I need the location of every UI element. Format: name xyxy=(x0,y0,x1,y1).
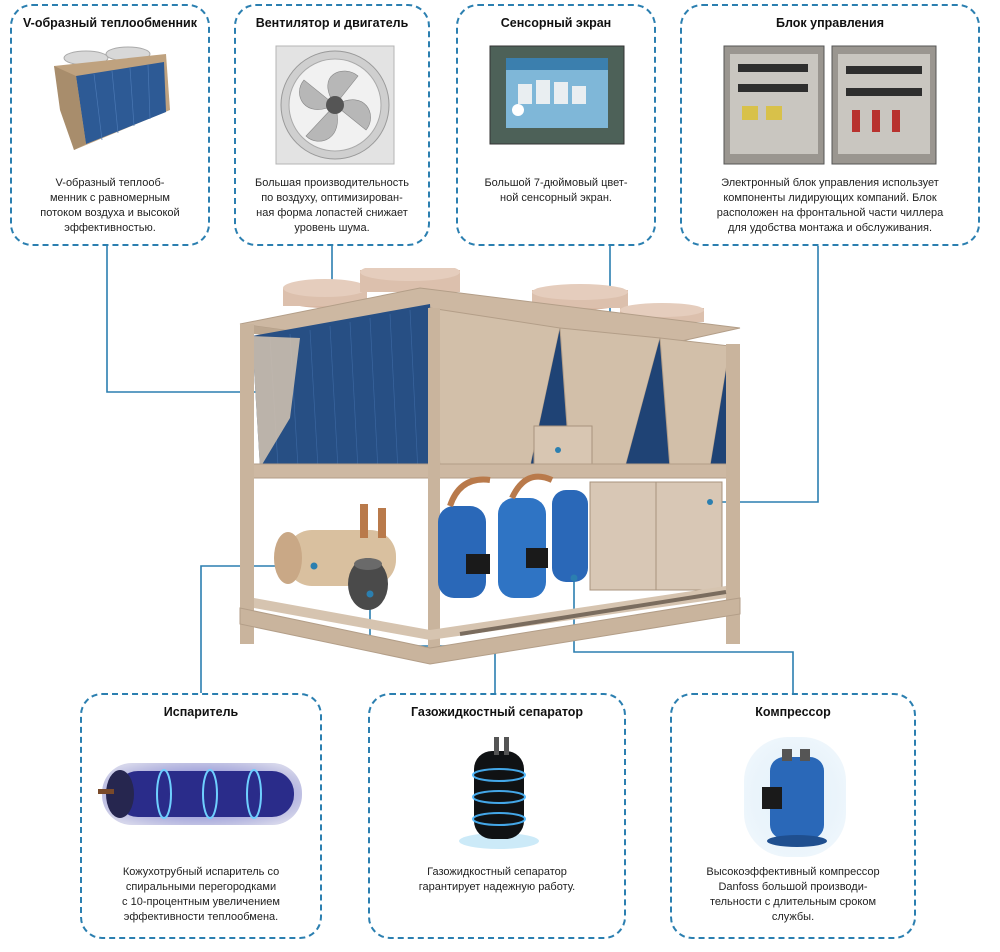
evaporator-image xyxy=(98,763,302,825)
card-title: V-образный теплообменник xyxy=(23,16,197,30)
v-coil-left xyxy=(252,304,440,474)
compressor-image xyxy=(744,737,846,857)
card-compressor: Компрессор Высокоэффективный компрессор … xyxy=(670,693,916,939)
condenser-image xyxy=(54,46,170,150)
card-fan: Вентилятор и двигатель Большая производи… xyxy=(234,4,430,246)
card-title: Испаритель xyxy=(163,705,239,719)
card-title: Газожидкостный сепаратор xyxy=(410,705,584,719)
card-evaporator: Испаритель Кожухотрубный испаритель со с… xyxy=(80,693,322,939)
control-panel-image xyxy=(723,45,937,165)
card-description: V-образный теплооб- менник с равномерным… xyxy=(40,177,180,234)
card-separator: Газожидкостный сепаратор Газожидкостный … xyxy=(368,693,626,939)
card-description: Высокоэффективный компрессор Danfoss бол… xyxy=(706,866,880,923)
separator-vessel xyxy=(348,558,388,610)
chiller-unit-illustration xyxy=(239,268,741,665)
fan-image xyxy=(275,45,395,165)
card-touchscreen: Сенсорный экран Большой 7-дюймовый цвет-… xyxy=(456,4,656,246)
card-title: Блок управления xyxy=(776,16,884,30)
card-condenser: V-образный теплообменник V-образный тепл… xyxy=(10,4,210,246)
touchscreen-image xyxy=(489,45,625,145)
compressors xyxy=(438,473,588,598)
card-control: Блок управления Электронный блок управле… xyxy=(680,4,980,246)
base-frame xyxy=(239,597,741,665)
touchscreen-box xyxy=(533,425,593,469)
card-title: Вентилятор и двигатель xyxy=(255,16,409,30)
middle-beam xyxy=(249,463,736,479)
card-description: Электронный блок управления использует к… xyxy=(716,177,944,234)
separator-image xyxy=(459,737,539,849)
card-title: Сенсорный экран xyxy=(500,16,612,30)
connector-control xyxy=(710,246,819,503)
card-title: Компрессор xyxy=(755,705,831,719)
card-description: Газожидкостный сепаратор гарантирует над… xyxy=(418,866,576,893)
card-description: Кожухотрубный испаритель со спиральными … xyxy=(122,866,280,923)
card-description: Большая производительность по воздуху, о… xyxy=(254,177,410,234)
card-description: Большой 7-дюймовый цвет- ной сенсорный э… xyxy=(484,177,628,204)
